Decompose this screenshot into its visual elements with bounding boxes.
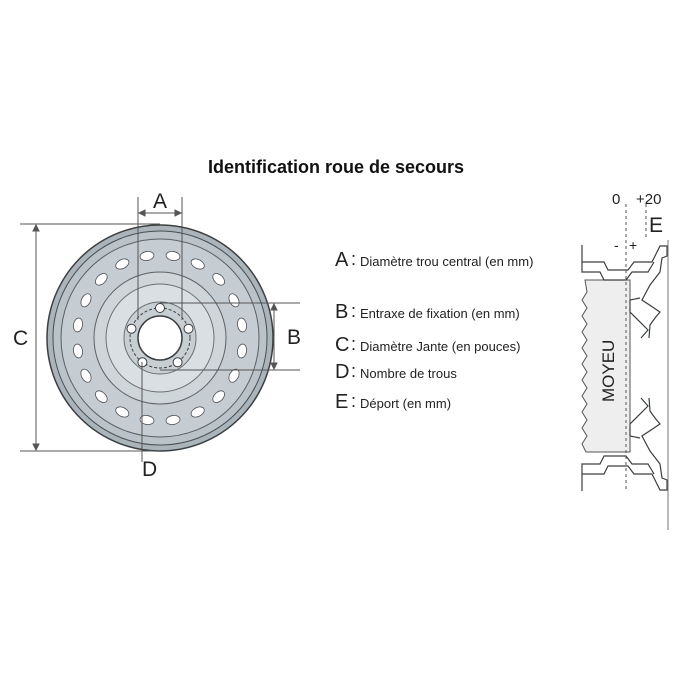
vent-hole xyxy=(95,273,108,286)
vent-hole xyxy=(95,390,108,403)
vent-hole xyxy=(73,343,83,359)
vent-hole xyxy=(80,368,92,383)
dim-a-arrows xyxy=(137,209,183,217)
wheel-drawing xyxy=(46,224,274,452)
hub-label: MOYEU xyxy=(599,340,618,402)
dim-label-a: A xyxy=(153,190,167,213)
vent-hole xyxy=(228,368,240,383)
legend-text: Diamètre Jante (en pouces) xyxy=(360,339,521,354)
legend-text: Déport (en mm) xyxy=(360,396,452,411)
legend-item-c: C: Diamètre Jante (en pouces) xyxy=(335,334,521,356)
vent-hole xyxy=(139,251,155,261)
legend-item-d: D: Nombre de trous xyxy=(335,361,457,383)
rim-profile xyxy=(581,245,668,491)
legend-key: B xyxy=(335,301,349,323)
hub-block xyxy=(581,279,631,453)
legend-key: A xyxy=(335,249,349,271)
bolt-hole xyxy=(183,323,194,334)
vent-hole xyxy=(190,258,205,270)
dim-label-d: D xyxy=(142,458,157,481)
legend-text: Nombre de trous xyxy=(360,366,457,381)
vent-hole xyxy=(165,415,181,425)
legend-key: E xyxy=(335,391,349,413)
offset-zero-label: 0 xyxy=(612,191,620,208)
legend-text: Diamètre trou central (en mm) xyxy=(360,254,534,269)
legend-text: Entraxe de fixation (en mm) xyxy=(360,306,520,321)
dimension-lines xyxy=(20,197,300,462)
vent-hole xyxy=(115,258,130,270)
bolt-hole xyxy=(172,357,183,368)
offset-plus20-label: +20 xyxy=(636,191,661,208)
diagram-title: Identification roue de secours xyxy=(207,157,465,177)
vent-hole xyxy=(73,317,83,333)
vent-hole xyxy=(80,293,92,308)
offset-minus-sign: - xyxy=(614,237,619,253)
vent-hole xyxy=(212,390,225,403)
bolt-hole xyxy=(155,303,165,313)
offset-diagram: 0 +20 E - + MOYEU xyxy=(581,191,669,530)
legend-item-e: E: Déport (en mm) xyxy=(335,391,452,413)
vent-hole xyxy=(228,293,240,308)
center-bore xyxy=(137,315,183,361)
dim-b-arrows xyxy=(270,302,278,371)
legend-item-a: A: Diamètre trou central (en mm) xyxy=(335,249,534,271)
legend-item-b: B: Entraxe de fixation (en mm) xyxy=(335,301,520,323)
dim-c-arrows xyxy=(32,223,40,452)
legend-key: D xyxy=(335,361,350,383)
vent-hole xyxy=(237,343,247,359)
vent-hole xyxy=(165,251,181,261)
vent-holes xyxy=(73,251,247,425)
dim-label-e: E xyxy=(649,214,663,237)
legend-key: C xyxy=(335,334,350,356)
vent-hole xyxy=(190,406,205,418)
vent-hole xyxy=(115,406,130,418)
vent-hole xyxy=(139,415,155,425)
offset-plus-sign: + xyxy=(629,237,637,253)
bolt-hole xyxy=(126,323,137,334)
vent-hole xyxy=(237,317,247,333)
dim-label-c: C xyxy=(13,327,28,350)
dim-label-b: B xyxy=(287,326,301,349)
vent-hole xyxy=(212,273,225,286)
